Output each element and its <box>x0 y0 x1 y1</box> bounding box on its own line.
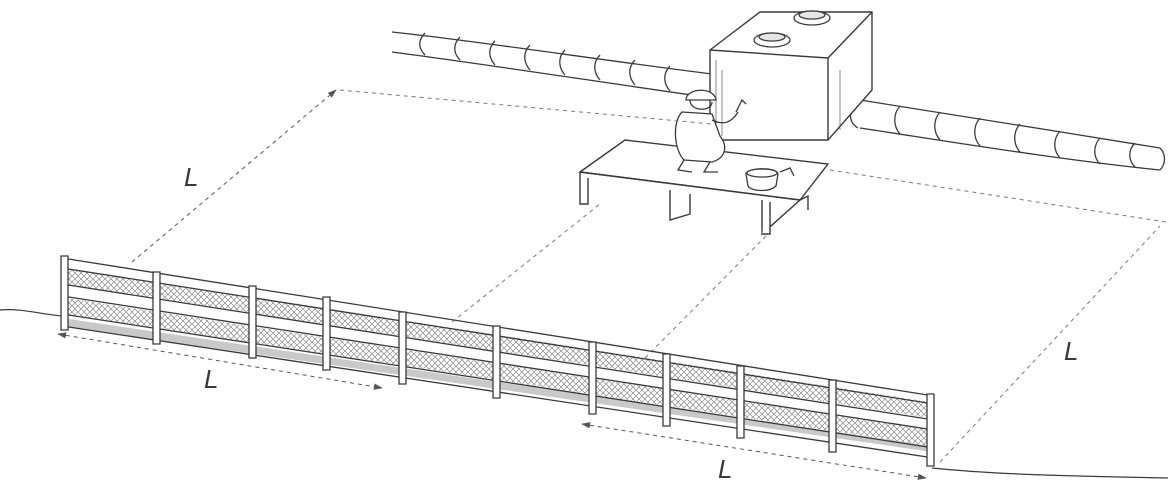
dimension-lines <box>57 89 927 480</box>
worker-figure-icon <box>674 89 747 173</box>
label-l-fence-left: L <box>204 364 218 394</box>
ground-line <box>0 309 1168 479</box>
manhole-cover-icon <box>753 10 831 48</box>
label-l-fence-right: L <box>718 454 732 484</box>
pipe-right <box>849 99 1166 171</box>
label-l-top-left: L <box>184 162 198 192</box>
bucket-icon <box>745 167 795 192</box>
dashed-guides <box>339 89 1167 463</box>
fence <box>60 255 935 467</box>
label-l-right: L <box>1064 336 1078 366</box>
manhole-box <box>709 11 873 141</box>
pipe-left <box>391 31 713 99</box>
fence-posts <box>60 255 935 467</box>
